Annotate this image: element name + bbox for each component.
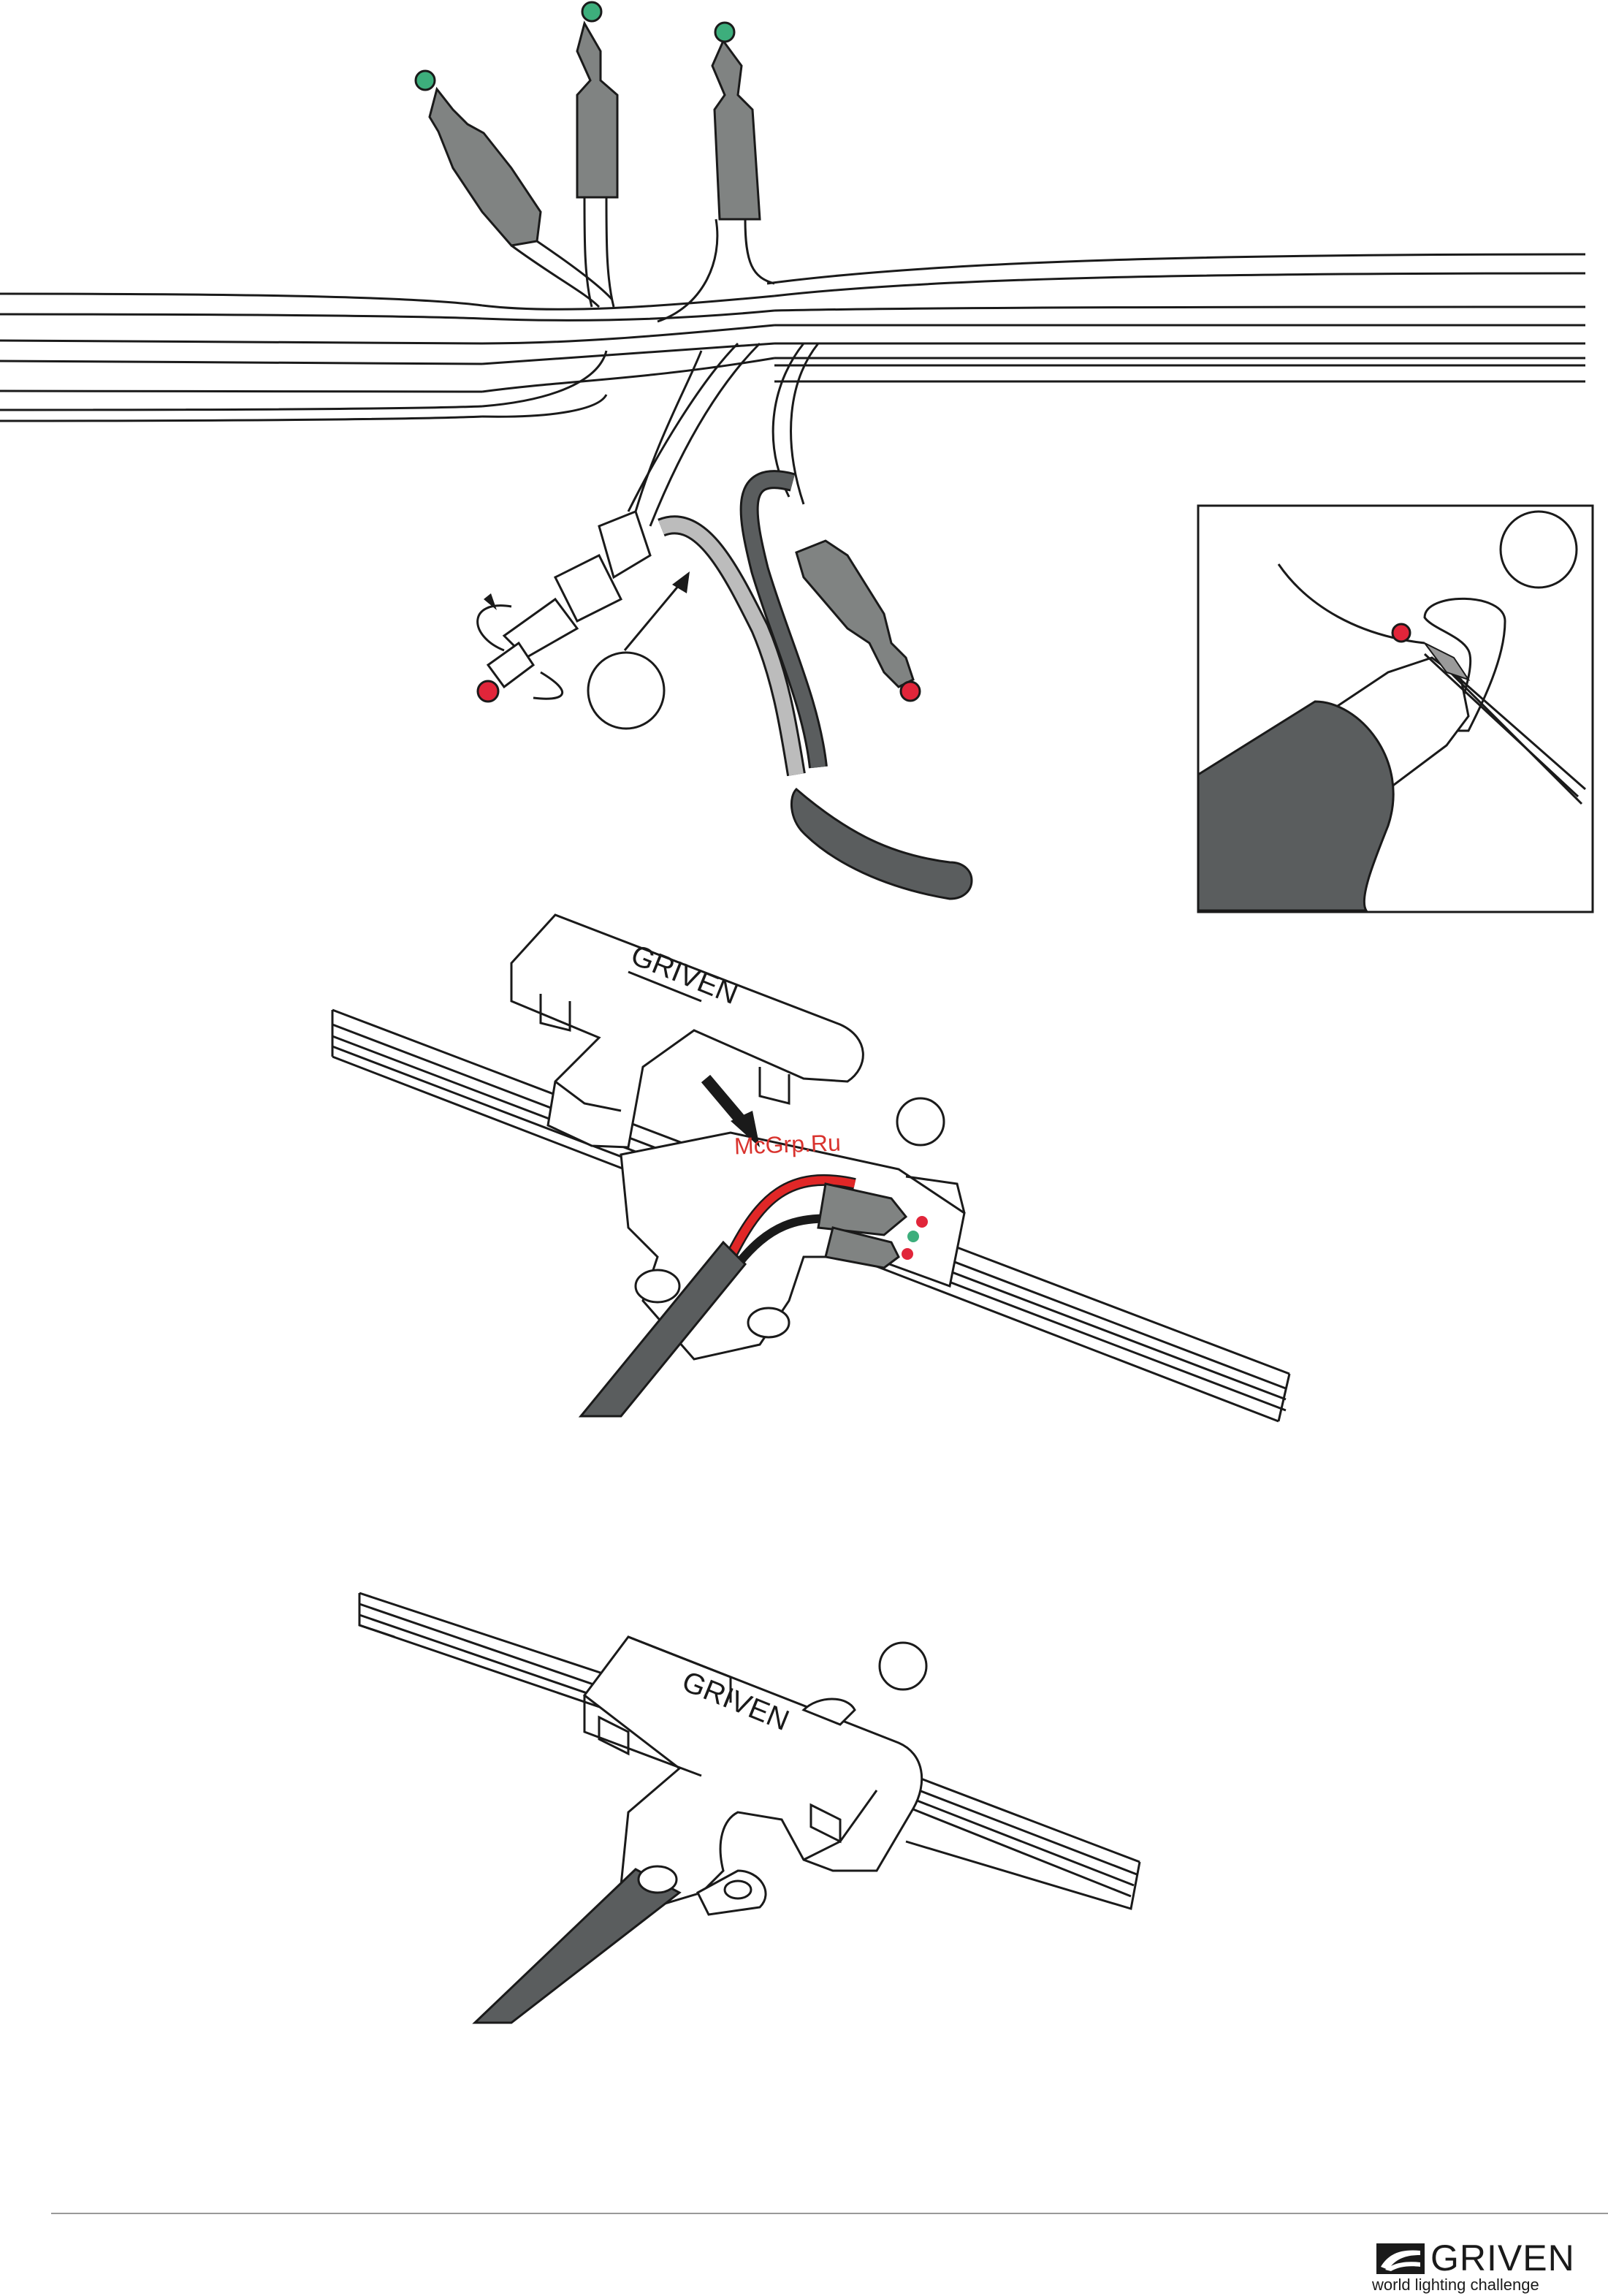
- probe-red: [796, 541, 920, 701]
- figure-2-open-connector: GRIVEN: [332, 915, 1289, 1421]
- figure-3-closed-connector: GRIVEN: [359, 1593, 1140, 2023]
- footer-logo: GRIVEN world lighting challenge: [1372, 2239, 1591, 2290]
- footer-rule: [51, 2213, 1608, 2214]
- connector-lid: GRIVEN: [511, 915, 863, 1147]
- watermark: McGrp.Ru: [733, 1129, 841, 1160]
- cable-end: [791, 789, 972, 899]
- probe-green-1: [416, 71, 541, 246]
- detail-red-tip: [1392, 624, 1410, 642]
- step-circle-3: [897, 1098, 944, 1145]
- push-arrow-icon: [625, 571, 690, 650]
- ribbon-left: [0, 294, 482, 421]
- brand-name: GRIVEN: [1430, 2239, 1575, 2277]
- pin-green: [907, 1231, 919, 1242]
- detail-inset: [1198, 506, 1593, 912]
- probe-green-2: [577, 2, 617, 197]
- brand-tagline: world lighting challenge: [1372, 2276, 1539, 2295]
- griven-logo-icon: [1375, 2242, 1426, 2276]
- step-circle-1: [588, 653, 664, 729]
- step-circle-4: [880, 1643, 926, 1689]
- step-circle-2: [1501, 512, 1577, 588]
- pin-red-2: [902, 1248, 913, 1260]
- pin-red-1: [916, 1216, 928, 1228]
- ribbon-right: [767, 254, 1585, 381]
- probe-green-3: [712, 23, 760, 219]
